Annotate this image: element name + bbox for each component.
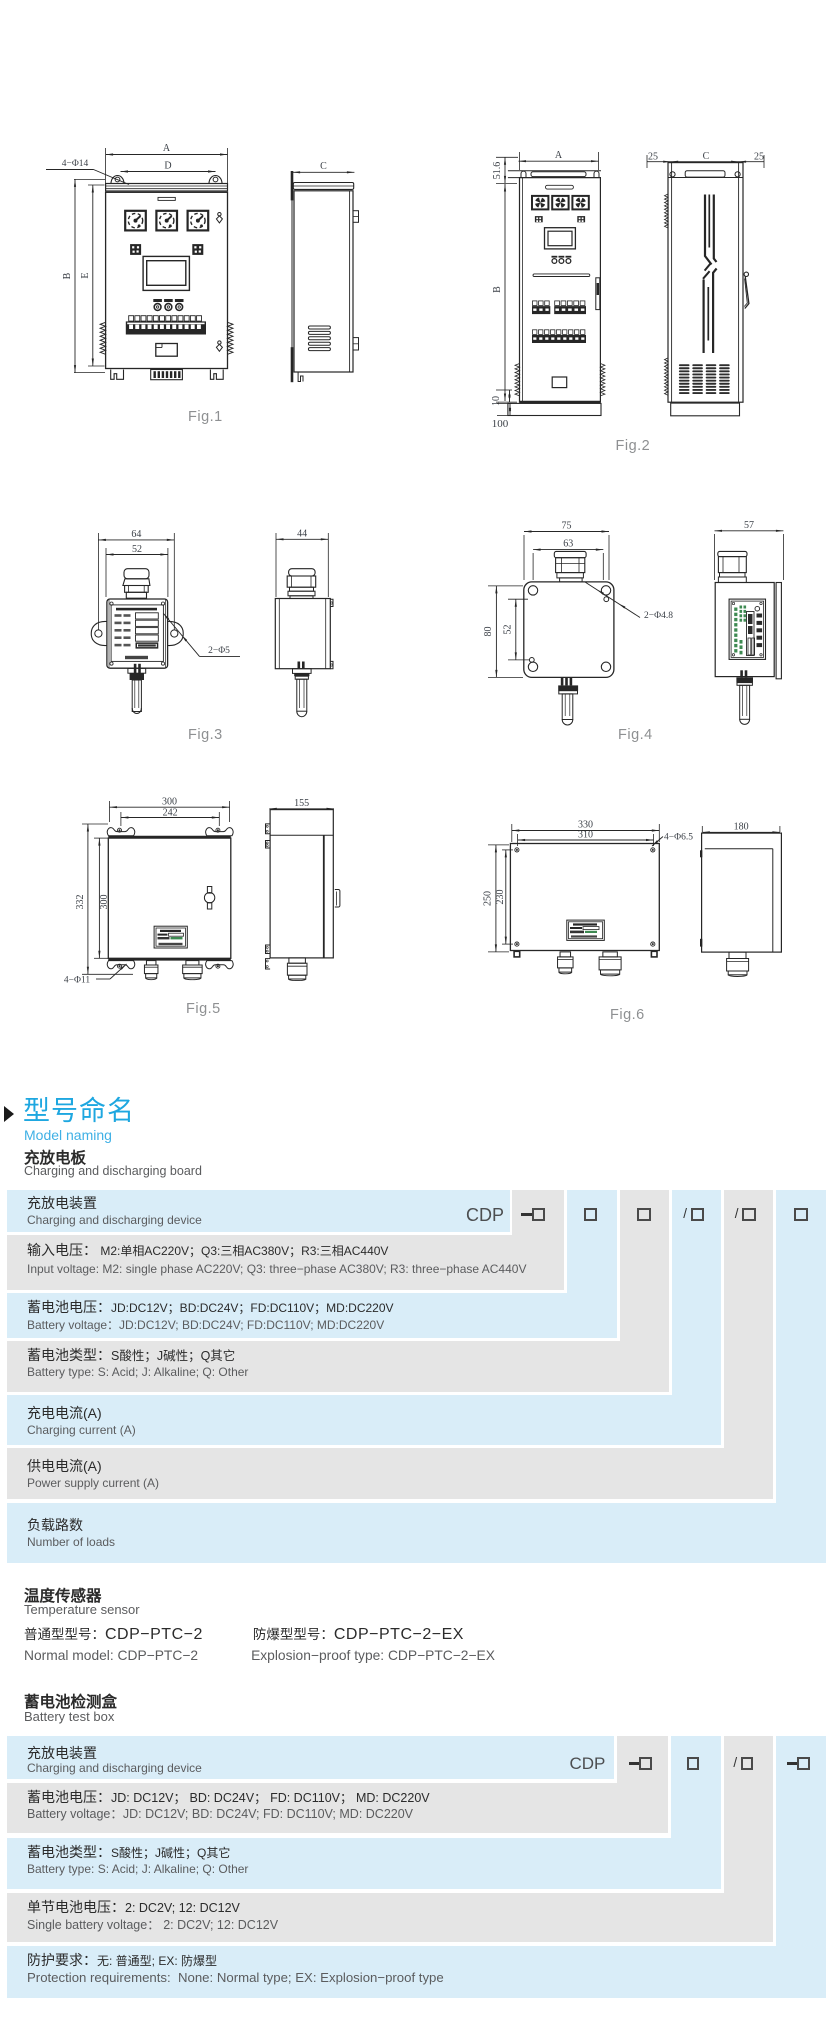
svg-text:A: A bbox=[555, 150, 563, 161]
svg-text:330: 330 bbox=[578, 820, 593, 831]
svg-text:25: 25 bbox=[648, 152, 658, 163]
svg-text:E: E bbox=[80, 272, 91, 278]
svg-text:B: B bbox=[492, 286, 503, 293]
svg-text:242: 242 bbox=[163, 808, 178, 819]
svg-text:300: 300 bbox=[99, 895, 110, 910]
svg-text:B: B bbox=[62, 272, 73, 279]
svg-text:230: 230 bbox=[495, 890, 506, 905]
svg-text:332: 332 bbox=[75, 895, 86, 910]
svg-text:57: 57 bbox=[744, 520, 754, 531]
svg-text:100: 100 bbox=[492, 418, 509, 430]
svg-text:155: 155 bbox=[294, 798, 309, 809]
svg-text:C: C bbox=[703, 151, 710, 162]
svg-text:52: 52 bbox=[503, 625, 514, 635]
svg-text:2−Φ5: 2−Φ5 bbox=[208, 646, 230, 656]
svg-text:44: 44 bbox=[297, 529, 307, 540]
svg-text:80: 80 bbox=[483, 627, 494, 637]
svg-text:10: 10 bbox=[491, 396, 502, 406]
svg-text:C: C bbox=[320, 161, 327, 172]
svg-text:51.6: 51.6 bbox=[492, 162, 503, 180]
svg-text:63: 63 bbox=[563, 539, 573, 550]
svg-text:52: 52 bbox=[132, 544, 142, 555]
svg-text:180: 180 bbox=[734, 822, 749, 833]
svg-text:75: 75 bbox=[562, 521, 572, 532]
svg-text:2−Φ4.8: 2−Φ4.8 bbox=[644, 611, 673, 621]
svg-text:310: 310 bbox=[578, 830, 593, 841]
svg-text:25: 25 bbox=[754, 152, 764, 163]
svg-text:4−Φ14: 4−Φ14 bbox=[62, 159, 89, 169]
svg-text:A: A bbox=[163, 143, 171, 154]
svg-text:250: 250 bbox=[483, 891, 494, 906]
svg-text:D: D bbox=[164, 161, 171, 172]
svg-text:4−Φ6.5: 4−Φ6.5 bbox=[664, 833, 693, 843]
svg-text:64: 64 bbox=[131, 529, 141, 540]
svg-text:300: 300 bbox=[162, 797, 177, 808]
svg-text:4−Φ11: 4−Φ11 bbox=[64, 976, 90, 986]
